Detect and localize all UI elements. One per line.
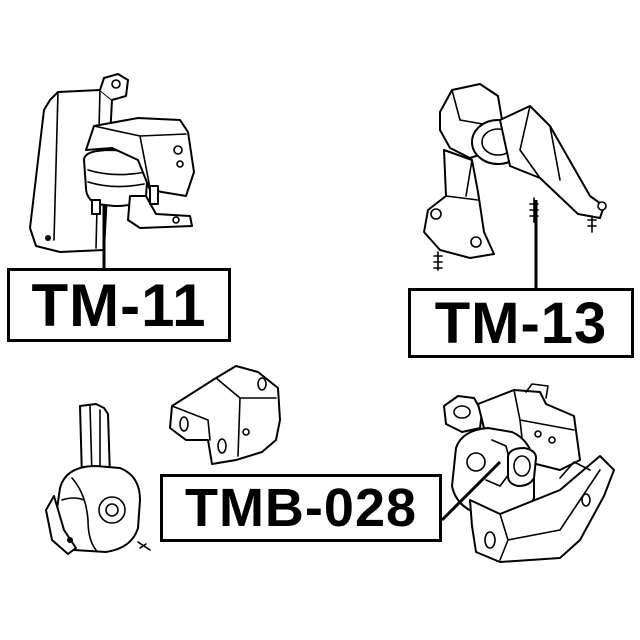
tmb028-leader-line bbox=[440, 460, 502, 522]
engine-mount-tmb028-drawing bbox=[443, 383, 615, 563]
part-label-tmb028: TMB-028 bbox=[160, 474, 442, 542]
part-label-tm11: TM-11 bbox=[7, 268, 231, 342]
engine-mount-tm11-drawing bbox=[29, 73, 195, 253]
bracket-tmb028-drawing bbox=[169, 365, 281, 465]
engine-mount-bottom-left-drawing bbox=[45, 403, 151, 555]
part-label-tm13: TM-13 bbox=[408, 288, 634, 358]
engine-mount-tm13-drawing bbox=[423, 83, 607, 271]
